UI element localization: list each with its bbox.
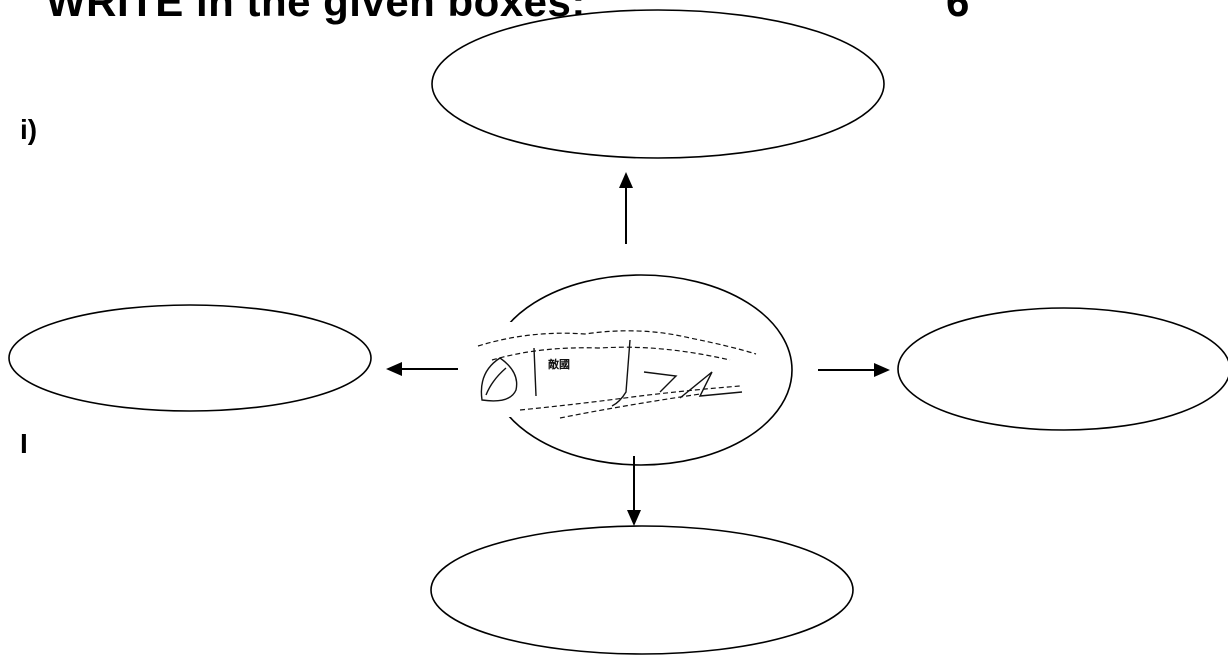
sketch-dashed-middle: [491, 346, 731, 361]
answer-oval-right[interactable]: [897, 307, 1228, 431]
arrow-down: [627, 456, 641, 526]
arrow-down-head: [627, 510, 641, 526]
worksheet-heading: WRITE in the given boxes:: [46, 0, 586, 25]
handwritten-sketch-image: 敵國: [470, 322, 757, 419]
sketch-slash-shape: [643, 371, 678, 393]
branch-left[interactable]: [8, 304, 372, 412]
sketch-divider-left: [533, 347, 537, 397]
answer-oval-left[interactable]: [8, 304, 372, 412]
answer-oval-top[interactable]: [431, 9, 885, 159]
sketch-leaf-shape: [480, 357, 518, 402]
arrow-up: [619, 172, 633, 244]
sketch-caption-bg: [546, 356, 618, 370]
arrow-right: [818, 363, 890, 377]
sketch-angle-shape: [679, 371, 743, 399]
question-number-label: i): [20, 114, 38, 145]
arrow-left: [386, 362, 458, 376]
sketch-caption: 敵國: [548, 357, 570, 371]
arrow-right-head: [874, 363, 890, 377]
sketch-dashed-top: [477, 330, 757, 355]
branch-down[interactable]: [430, 525, 854, 655]
side-marker-label: I: [20, 428, 28, 459]
sketch-divider-right: [611, 339, 631, 407]
arrow-up-head: [619, 172, 633, 188]
heading-mark: 6: [946, 0, 970, 25]
answer-oval-bottom[interactable]: [430, 525, 854, 655]
sketch-leaf-vein: [485, 367, 507, 396]
branch-up[interactable]: [431, 9, 885, 159]
sketch-dashed-bottom: [519, 385, 741, 411]
arrow-left-head: [386, 362, 402, 376]
branch-right[interactable]: [897, 307, 1228, 431]
